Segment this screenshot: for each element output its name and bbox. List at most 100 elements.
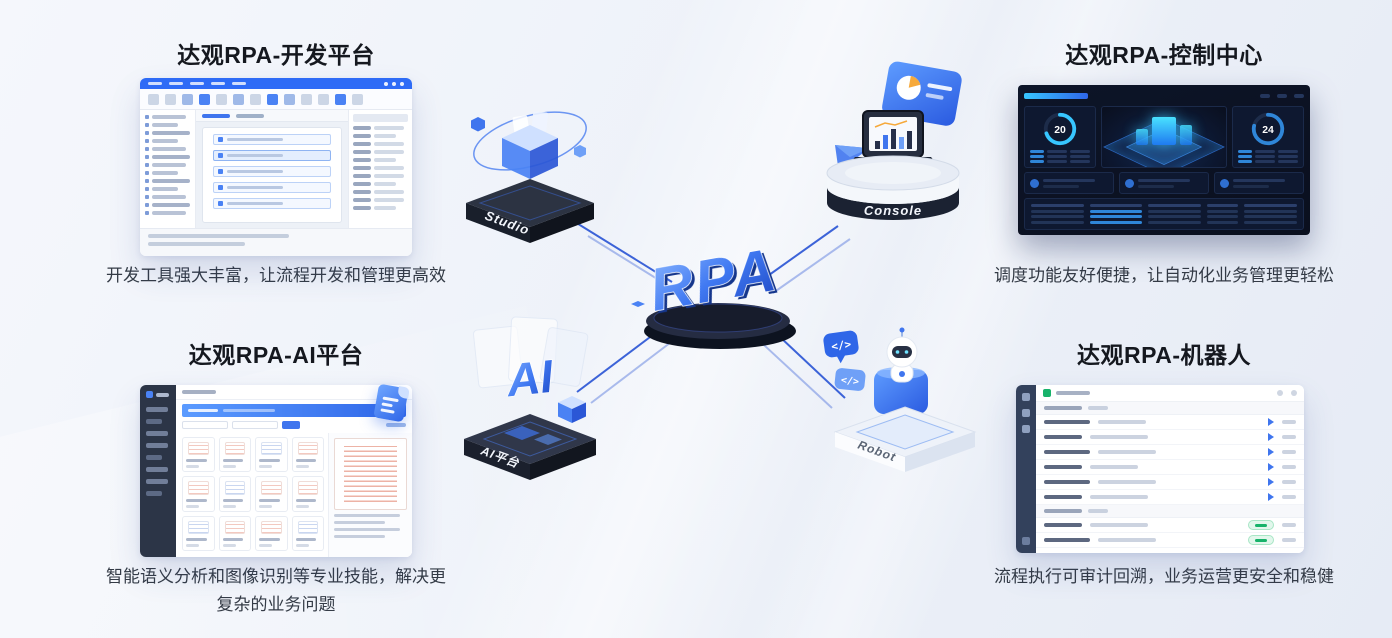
document-preview [334, 438, 407, 510]
robot-status-card [1024, 172, 1114, 194]
menu-skeleton [211, 82, 225, 85]
window-controls [384, 81, 404, 86]
document-thumbnail [224, 442, 245, 456]
tree-item-skeleton [145, 123, 190, 127]
menu-skeleton [148, 82, 162, 85]
document-card [291, 476, 324, 512]
robot-status-card [1119, 172, 1209, 194]
robot-avatar [1125, 178, 1134, 188]
chat-bubble-icon: </> [834, 368, 866, 391]
ai-blue-banner [182, 404, 406, 417]
robot-topbar [1036, 385, 1304, 402]
sidebar-item-skeleton [146, 479, 168, 484]
control-center-caption: 调度功能友好便捷，让自动化业务管理更轻松 [994, 266, 1334, 285]
history-section-header [1036, 505, 1304, 518]
dashboard-task-table [1024, 198, 1304, 230]
property-row-skeleton [353, 150, 408, 154]
gauge-right-value: 24 [1262, 125, 1274, 136]
control-center-title: 达观RPA-控制中心 [1065, 42, 1263, 68]
property-row-skeleton [353, 134, 408, 138]
menu-skeleton [232, 82, 246, 85]
ai-sheets [472, 316, 589, 389]
task-row [1036, 415, 1304, 430]
dashboard-3d-building [1101, 106, 1227, 168]
rail-icon-skeleton [1022, 393, 1030, 401]
gauge-left-value: 20 [1054, 125, 1066, 136]
dev-platform-caption: 开发工具强大丰富，让流程开发和管理更高效 [106, 266, 446, 285]
property-row-skeleton [353, 206, 408, 210]
flow-step-skeleton [213, 150, 331, 161]
robot-status-card [1214, 172, 1304, 194]
task-row [1036, 475, 1304, 490]
toolbar-icon-skeleton [182, 93, 193, 105]
studio-project-tree [140, 110, 196, 228]
studio-body [140, 110, 412, 228]
robot-sidebar-rail [1016, 385, 1036, 553]
history-row [1036, 518, 1304, 533]
document-card [218, 515, 251, 551]
toolbar-icon-skeleton [233, 93, 244, 105]
studio-canvas-area [196, 110, 348, 228]
dashboard-left-gauge-panel: 20 [1024, 106, 1096, 168]
task-row [1036, 460, 1304, 475]
stat-row-skeleton [1238, 150, 1298, 153]
flow-step-skeleton [213, 198, 331, 209]
document-thumbnail [297, 442, 318, 456]
dashboard-header-icon [1277, 94, 1287, 98]
property-row-skeleton [353, 182, 408, 186]
flow-canvas [202, 127, 342, 223]
rail-icon-skeleton [1022, 425, 1030, 433]
chat-bubble-icon: </> [823, 330, 859, 364]
flow-step-skeleton [213, 182, 331, 193]
gauge-left: 20 [1043, 112, 1077, 146]
stat-row-skeleton [1030, 160, 1090, 163]
ai-platform-screenshot [140, 385, 412, 557]
rpa-hub-illustration: Studio [464, 61, 977, 480]
robot-avatar [1030, 178, 1039, 188]
tree-item-skeleton [145, 195, 190, 199]
dashboard-robot-panels [1024, 172, 1304, 194]
console-chart-card [882, 61, 962, 126]
run-task-icon [1268, 418, 1274, 426]
sidebar-item-skeleton [146, 467, 168, 472]
ai-sidebar [140, 385, 176, 557]
toolbar-icon-skeleton [250, 93, 261, 105]
property-row-skeleton [353, 126, 408, 130]
dashboard-header-icon [1294, 94, 1304, 98]
green-logo-icon [1043, 389, 1051, 397]
stat-row-skeleton [1238, 160, 1298, 163]
run-task-icon [1268, 493, 1274, 501]
dashboard-header-icon [1260, 94, 1270, 98]
ai-content [176, 433, 412, 557]
dashboard-main: 20 24 [1024, 106, 1304, 168]
flow-step-skeleton [213, 166, 331, 177]
tree-item-skeleton [145, 115, 190, 119]
menu-skeleton [169, 82, 183, 85]
robot-main-area [1036, 385, 1304, 553]
task-row [1036, 445, 1304, 460]
run-task-icon [1268, 463, 1274, 471]
document-thumbnail [224, 520, 245, 534]
tree-item-skeleton [145, 171, 190, 175]
studio-node: Studio [466, 111, 594, 243]
ai-platform-title: 达观RPA-AI平台 [188, 342, 364, 368]
ai-main-area [176, 385, 412, 557]
stat-row-skeleton [1030, 150, 1090, 153]
ai-mark: AI [503, 350, 556, 407]
studio-window-titlebar [140, 78, 412, 89]
toolbar-icon-skeleton [318, 93, 329, 105]
document-card [182, 437, 215, 473]
ai-mini-cube [558, 396, 586, 423]
studio-cube [502, 111, 558, 179]
tree-item-skeleton [145, 163, 190, 167]
run-task-icon [1268, 433, 1274, 441]
toolbar-icon-skeleton [284, 93, 295, 105]
properties-header-skeleton [353, 114, 408, 122]
rail-settings-icon-skeleton [1022, 537, 1030, 545]
task-row [1036, 430, 1304, 445]
task-row [1036, 490, 1304, 505]
document-thumbnail [188, 442, 209, 456]
table-row-skeleton [1031, 215, 1297, 219]
document-thumbnail [188, 481, 209, 495]
